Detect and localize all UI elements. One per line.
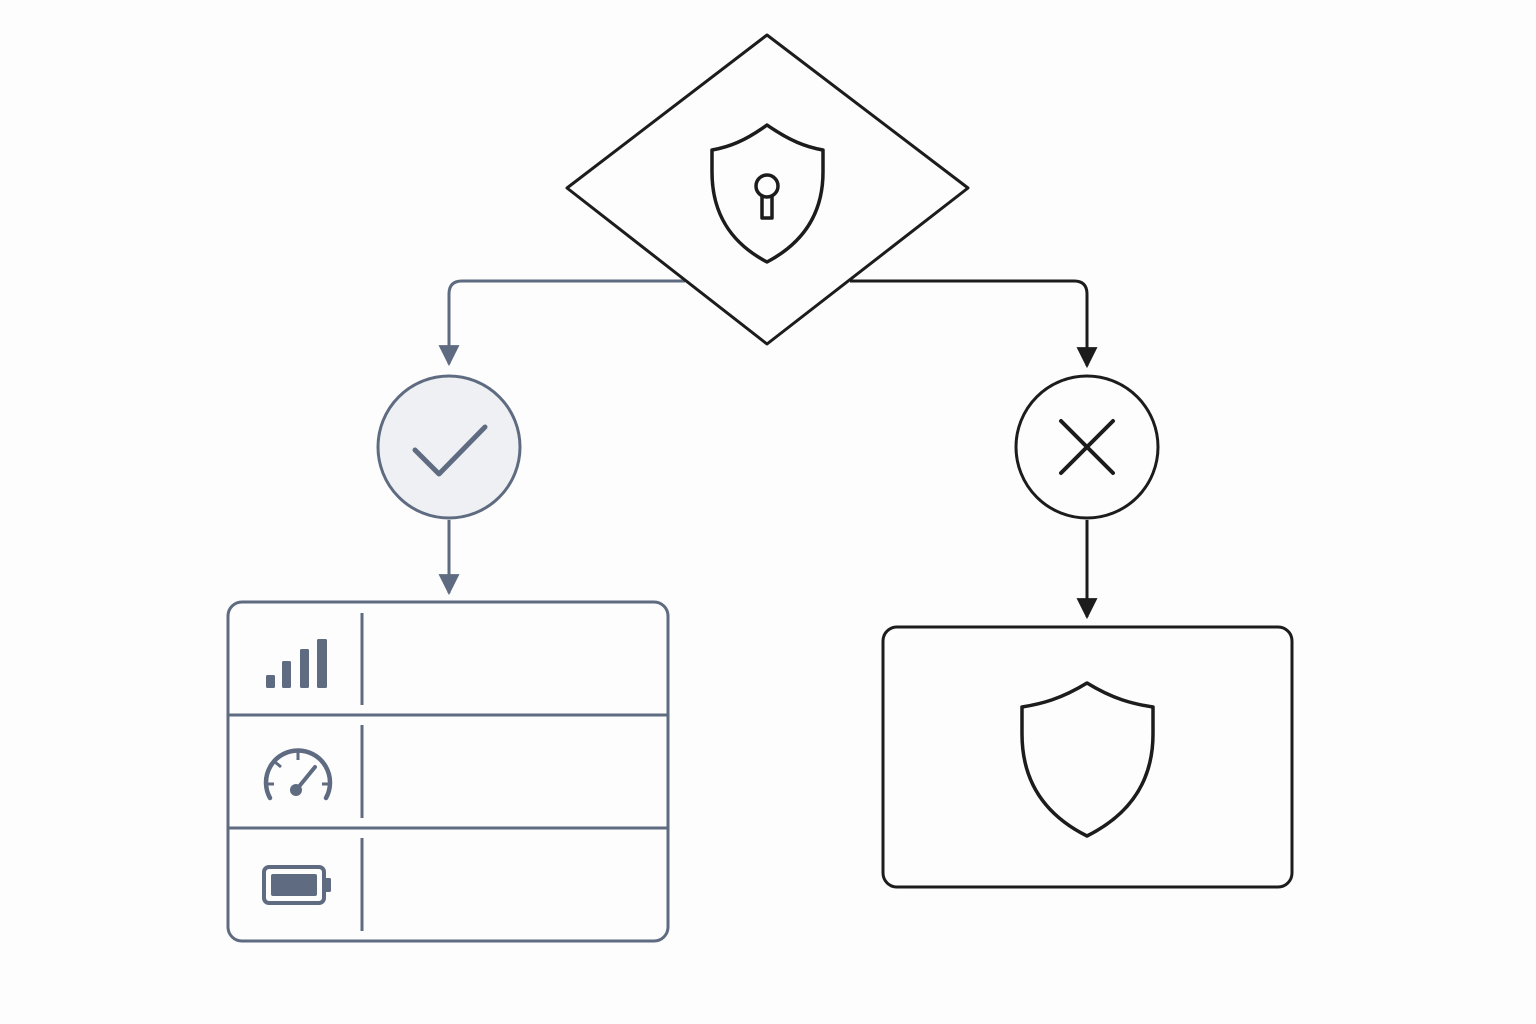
approve-node[interactable] bbox=[376, 374, 522, 520]
speedometer-icon bbox=[263, 748, 333, 801]
reject-connector bbox=[850, 279, 1098, 369]
approve-connector bbox=[438, 279, 685, 367]
approved-panel-frame bbox=[226, 600, 670, 943]
decision-node[interactable] bbox=[565, 33, 970, 346]
battery-icon bbox=[262, 865, 331, 905]
reject-node[interactable] bbox=[1014, 374, 1160, 520]
checkmark-icon bbox=[412, 424, 488, 477]
shield-keyhole-icon bbox=[710, 123, 825, 264]
close-icon bbox=[1059, 419, 1115, 475]
rejected-panel-frame bbox=[881, 625, 1294, 889]
shield-icon bbox=[1020, 681, 1155, 838]
approve-circle bbox=[376, 374, 522, 520]
rejected-result-panel bbox=[881, 625, 1294, 889]
decision-diamond bbox=[565, 33, 970, 346]
approved-status-panel bbox=[226, 600, 670, 943]
signal-bars-icon bbox=[266, 639, 327, 688]
